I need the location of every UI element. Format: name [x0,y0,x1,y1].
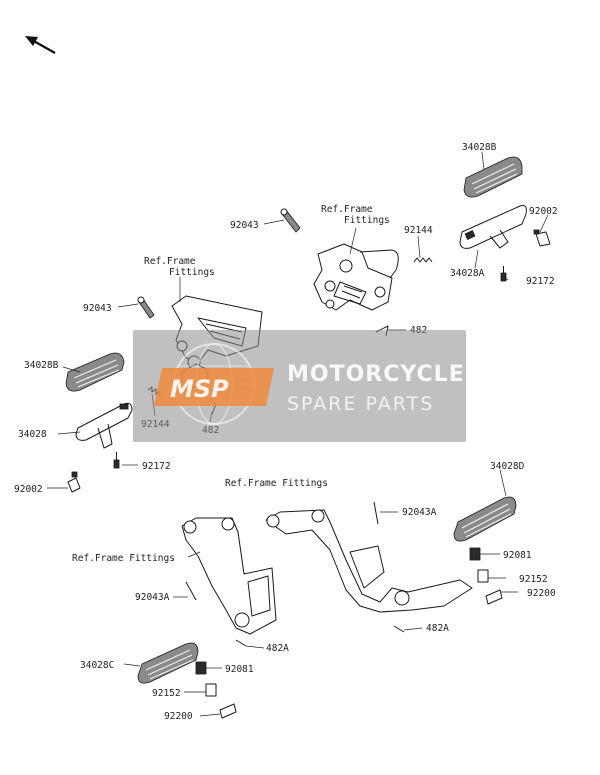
label-92200-left: 92200 [164,711,193,722]
bracket-bottom-right [265,509,473,613]
footpeg-rubber-34028D [453,496,517,542]
label-92081-right: 92081 [503,550,532,561]
footpeg-rubber-34028B-left [65,352,125,392]
label-34028A: 34028A [450,268,485,279]
label-92002-right: 92002 [529,206,558,217]
label-34028B-top: 34028B [462,142,497,153]
part-labels: 34028B 92002 34028A 92172 92043 Ref.Fram… [14,142,558,722]
label-34028C: 34028C [80,660,114,671]
pin-92043-top [280,208,301,233]
bottom-right-bracket-assembly [265,496,517,633]
bracket-bottom-left [181,517,277,635]
pin-92043-left [137,296,155,319]
bolt-92172-left [113,452,120,469]
pin-92002-left [67,471,81,493]
label-92152-left: 92152 [152,688,181,699]
footpeg-34028A [459,204,527,249]
top-right-bracket-assembly [280,156,551,337]
watermark-msp-logo: MSP [154,368,274,406]
spring-92081-right [469,547,481,561]
label-34028B-left: 34028B [24,360,59,371]
clip-482A-right [393,625,405,633]
watermark: MSP MOTORCYCLE SPARE PARTS [133,330,466,442]
bolt-92172-right [500,266,507,282]
pin-92043A-left [185,581,197,601]
label-92152-right: 92152 [519,574,548,585]
label-92043A-left: 92043A [135,592,170,603]
label-92002-left: 92002 [14,484,43,495]
pin-92200-left [219,703,237,719]
label-92172-left: 92172 [142,461,171,472]
label-92043-top: 92043 [230,220,259,231]
watermark-brand: MOTORCYCLE [287,362,465,387]
spring-92081-left [195,661,207,675]
label-34028: 34028 [18,429,47,440]
ref-frame-top-line2: Fittings [344,215,390,226]
label-92081-left: 92081 [225,664,254,675]
ref-frame-top-line1: Ref.Frame [321,204,373,215]
label-92200-right: 92200 [527,588,556,599]
label-92043-left: 92043 [83,303,112,314]
label-482A-left: 482A [266,643,289,654]
pin-92200-right [485,589,503,605]
ref-frame-bottom-mid: Ref.Frame Fittings [225,478,328,489]
label-34028D: 34028D [490,461,525,472]
label-482A-right: 482A [426,623,449,634]
watermark-subtitle: SPARE PARTS [287,393,434,415]
ref-frame-left-line2: Fittings [169,267,215,278]
watermark-logo-text: MSP [170,375,229,403]
ref-frame-left-line1: Ref.Frame [144,256,196,267]
footpeg-34028 [75,402,133,449]
spring-92144-top [413,257,433,263]
ref-frame-bottom-left: Ref.Frame Fittings [72,553,175,564]
label-92043A-mid: 92043A [402,507,437,518]
label-92144-top: 92144 [404,225,433,236]
bracket-top [313,243,399,311]
label-92172-right: 92172 [526,276,555,287]
footpeg-rubber-34028B-top [463,156,523,198]
pin-92043A-mid [373,501,379,525]
collar-92152-left [205,683,217,697]
footpeg-rubber-34028C [137,642,199,684]
pin-92002-right [533,229,551,247]
collar-92152-right [477,569,489,583]
bottom-left-bracket-assembly [137,517,277,719]
front-direction-arrow-icon [25,36,56,54]
clip-482A-left [235,639,247,647]
